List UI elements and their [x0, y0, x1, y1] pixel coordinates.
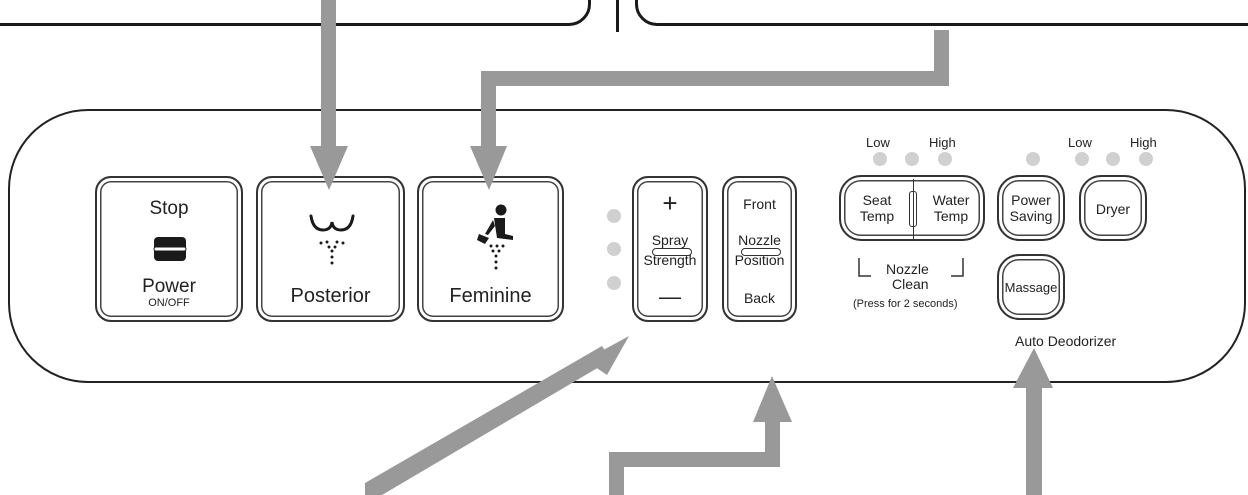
- nozzle-clean-line1: Nozzle: [886, 261, 929, 277]
- seat-temp-line2: Temp: [859, 208, 895, 224]
- spray-label-top: Spray: [651, 232, 689, 248]
- nozzle-position-button[interactable]: Front Nozzle Position Back: [722, 176, 797, 322]
- water-temp-line2: Temp: [933, 208, 969, 224]
- spray-level-indicator-1: [607, 209, 621, 223]
- posterior-label: Posterior: [290, 285, 371, 307]
- temp-level-indicator-3: [938, 152, 952, 166]
- power-saving-line2: Saving: [1009, 208, 1053, 224]
- dryer-level-indicator-3: [1139, 152, 1153, 166]
- stop-label: Stop: [149, 198, 189, 219]
- temp-low-label: Low: [866, 135, 890, 150]
- stop-power-button[interactable]: Stop Power ON/OFF: [95, 176, 243, 322]
- callout-box-right: [635, 0, 1248, 26]
- nozzle-divider: [741, 248, 781, 256]
- temp-high-label: High: [929, 135, 956, 150]
- massage-label: Massage: [1004, 280, 1058, 295]
- auto-deodorizer-label: Auto Deodorizer: [1015, 333, 1117, 349]
- dryer-level-indicator-1: [1075, 152, 1089, 166]
- temp-level-indicator-2: [905, 152, 919, 166]
- temp-level-indicator-1: [873, 152, 887, 166]
- spray-plus-label: +: [662, 188, 678, 218]
- dryer-low-label: Low: [1068, 135, 1092, 150]
- nozzle-back-label: Back: [743, 290, 776, 306]
- dryer-high-label: High: [1130, 135, 1157, 150]
- nozzle-arrow-shaft: [609, 420, 780, 495]
- power-sub-label: ON/OFF: [148, 297, 190, 309]
- dryer-label: Dryer: [1095, 201, 1131, 217]
- posterior-spray-icon: [309, 214, 355, 265]
- callout-divider: [616, 0, 619, 32]
- nozzle-clean-note: (Press for 2 seconds): [853, 298, 958, 310]
- nozzle-clean-line2: Clean: [892, 276, 929, 292]
- power-saving-button[interactable]: Power Saving: [997, 175, 1065, 241]
- spray-minus-label: —: [659, 284, 681, 309]
- seat-temp-line1: Seat: [862, 192, 892, 208]
- spray-level-indicator-2: [607, 242, 621, 256]
- callout-box-left: [0, 0, 591, 26]
- spray-strength-button[interactable]: + Spray Strength —: [632, 176, 708, 322]
- feminine-label: Feminine: [449, 285, 532, 307]
- feminine-button[interactable]: Feminine: [417, 176, 564, 322]
- stop-power-icon: [153, 237, 187, 261]
- seat-temp-button[interactable]: Seat Temp: [841, 177, 913, 239]
- spray-level-indicator-3: [607, 276, 621, 290]
- water-temp-button[interactable]: Water Temp: [915, 177, 987, 239]
- nozzle-clean-bracket: [858, 258, 964, 277]
- temp-divider-line: [913, 179, 914, 239]
- posterior-button[interactable]: Posterior: [256, 176, 405, 322]
- water-temp-line1: Water: [932, 192, 970, 208]
- power-saving-indicator: [1026, 152, 1040, 166]
- power-saving-line1: Power: [1011, 192, 1051, 208]
- feminine-seated-icon: [477, 204, 513, 270]
- deodorizer-arrow-shaft: [1026, 385, 1042, 495]
- nozzle-front-label: Front: [743, 196, 776, 212]
- dryer-button[interactable]: Dryer: [1079, 175, 1147, 241]
- nozzle-label-bottom: Position: [734, 252, 785, 268]
- temp-button-group: Seat Temp Water Temp: [839, 175, 985, 241]
- massage-button[interactable]: Massage: [997, 254, 1065, 320]
- power-label: Power: [142, 276, 196, 297]
- spray-label-bottom: Strength: [643, 252, 697, 268]
- spray-divider: [652, 248, 692, 256]
- nozzle-label-top: Nozzle: [738, 232, 781, 248]
- dryer-level-indicator-2: [1106, 152, 1120, 166]
